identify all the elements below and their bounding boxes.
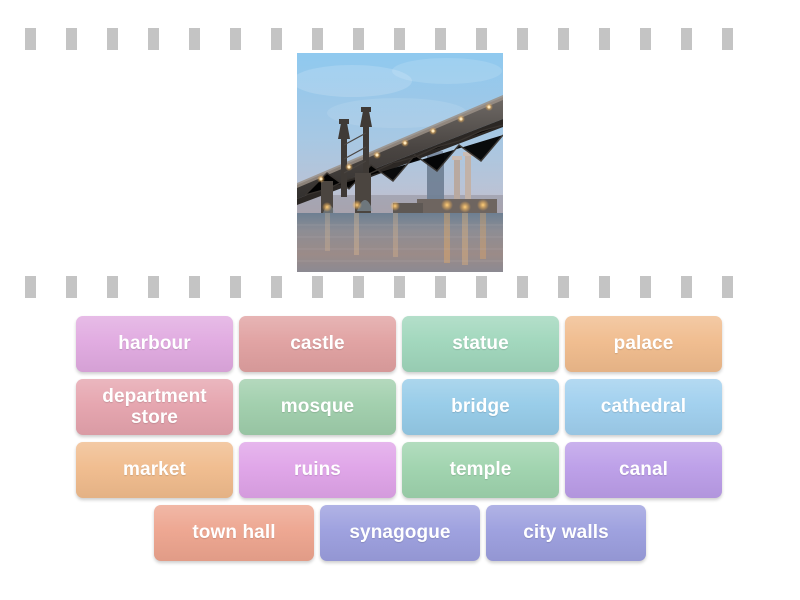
filmstrip-dash <box>681 28 692 50</box>
answer-tile-canal[interactable]: canal <box>565 442 722 498</box>
answer-tile-bridge[interactable]: bridge <box>402 379 559 435</box>
answer-tile-mosque[interactable]: mosque <box>239 379 396 435</box>
filmstrip-dash <box>230 28 241 50</box>
filmstrip-dash <box>271 28 282 50</box>
answer-tile-label: market <box>123 459 186 481</box>
answer-tile-ruins[interactable]: ruins <box>239 442 396 498</box>
filmstrip-dash <box>435 276 446 298</box>
answer-tile-market[interactable]: market <box>76 442 233 498</box>
filmstrip-dash <box>599 28 610 50</box>
filmstrip-dash <box>558 276 569 298</box>
answer-tile-grid: harbour castle statue palace department stor… <box>76 316 724 568</box>
answer-tile-statue[interactable]: statue <box>402 316 559 372</box>
filmstrip-dash <box>558 28 569 50</box>
filmstrip-dash <box>312 28 323 50</box>
filmstrip-dash <box>353 276 364 298</box>
answer-tile-label: harbour <box>118 333 191 355</box>
answer-tile-label: cathedral <box>600 396 687 418</box>
filmstrip-dashes-middle <box>0 276 800 298</box>
filmstrip-dash <box>107 28 118 50</box>
answer-tile-label: ruins <box>294 459 341 481</box>
filmstrip-dash <box>476 276 487 298</box>
answer-tile-town-hall[interactable]: town hall <box>154 505 314 561</box>
filmstrip-dash <box>66 28 77 50</box>
prompt-image <box>297 53 503 272</box>
filmstrip-dash <box>599 276 610 298</box>
filmstrip-dash <box>25 28 36 50</box>
filmstrip-dash <box>681 276 692 298</box>
answer-tile-label: statue <box>452 333 509 355</box>
filmstrip-dash <box>722 276 733 298</box>
filmstrip-dash <box>271 276 282 298</box>
answer-tile-label: department store <box>102 385 207 428</box>
filmstrip-dash <box>312 276 323 298</box>
bridge-photo-illustration <box>297 53 503 272</box>
filmstrip-dash <box>517 28 528 50</box>
answer-tile-label: castle <box>290 333 345 355</box>
filmstrip-dash <box>189 276 200 298</box>
answer-tile-label: town hall <box>192 522 276 544</box>
answer-tile-label: bridge <box>451 396 510 418</box>
filmstrip-dash <box>25 276 36 298</box>
filmstrip-dash <box>66 276 77 298</box>
filmstrip-dash <box>394 28 405 50</box>
filmstrip-dash <box>148 28 159 50</box>
tile-row: harbour castle statue palace <box>76 316 724 372</box>
filmstrip-dash <box>640 276 651 298</box>
answer-tile-label: palace <box>613 333 674 355</box>
answer-tile-label: temple <box>449 459 512 481</box>
filmstrip-dash <box>435 28 446 50</box>
tile-row: department store mosque bridge cathedral <box>76 379 724 435</box>
answer-tile-harbour[interactable]: harbour <box>76 316 233 372</box>
filmstrip-dash <box>394 276 405 298</box>
answer-tile-cathedral[interactable]: cathedral <box>565 379 722 435</box>
filmstrip-dash <box>230 276 241 298</box>
answer-tile-palace[interactable]: palace <box>565 316 722 372</box>
tile-row: market ruins temple canal <box>76 442 724 498</box>
answer-tile-label: synagogue <box>349 522 451 544</box>
filmstrip-dash <box>476 28 487 50</box>
filmstrip-dash <box>353 28 364 50</box>
filmstrip-dashes-top <box>0 28 800 50</box>
answer-tile-castle[interactable]: castle <box>239 316 396 372</box>
answer-tile-label: city walls <box>523 522 609 544</box>
answer-tile-synagogue[interactable]: synagogue <box>320 505 480 561</box>
filmstrip-dash <box>722 28 733 50</box>
filmstrip-dash <box>640 28 651 50</box>
tile-row: town hall synagogue city walls <box>76 505 724 561</box>
filmstrip-dash <box>148 276 159 298</box>
filmstrip-dash <box>517 276 528 298</box>
answer-tile-department-store[interactable]: department store <box>76 379 233 435</box>
answer-tile-label: canal <box>618 459 669 481</box>
answer-tile-temple[interactable]: temple <box>402 442 559 498</box>
answer-tile-city-walls[interactable]: city walls <box>486 505 646 561</box>
filmstrip-dash <box>189 28 200 50</box>
answer-tile-label: mosque <box>280 396 355 418</box>
filmstrip-dash <box>107 276 118 298</box>
